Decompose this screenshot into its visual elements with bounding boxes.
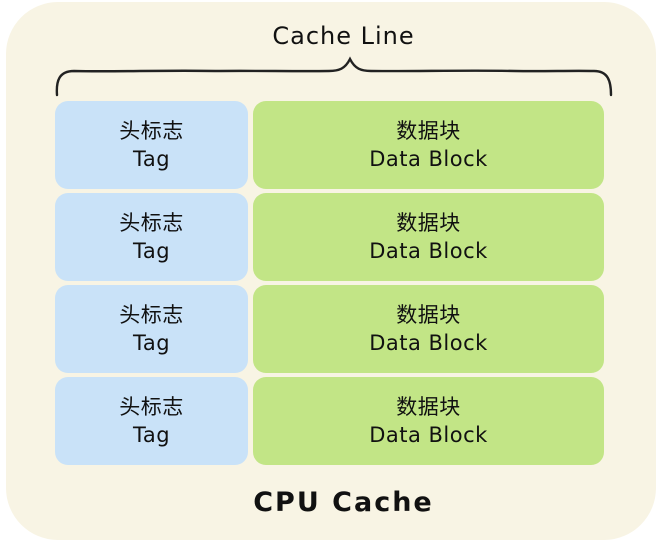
tag-label-zh: 头标志 bbox=[119, 394, 184, 419]
data-block-cell: 数据块 Data Block bbox=[253, 193, 604, 281]
tag-label-en: Tag bbox=[132, 147, 171, 171]
data-block-label-en: Data Block bbox=[369, 423, 488, 447]
data-block-cell: 数据块 Data Block bbox=[253, 101, 604, 189]
tag-label-zh: 头标志 bbox=[119, 210, 184, 235]
data-block-cell: 数据块 Data Block bbox=[253, 285, 604, 373]
tag-label-en: Tag bbox=[132, 331, 171, 355]
cpu-cache-label: CPU Cache bbox=[253, 487, 434, 518]
tag-cell: 头标志 Tag bbox=[55, 377, 248, 465]
tag-label-zh: 头标志 bbox=[119, 302, 184, 327]
cpu-cache-panel: Cache Line 头标志 Tag 数据块 Data Block 头标志 bbox=[6, 2, 656, 540]
data-block-label-en: Data Block bbox=[369, 331, 488, 355]
data-block-cell: 数据块 Data Block bbox=[253, 377, 604, 465]
tag-cell: 头标志 Tag bbox=[55, 101, 248, 189]
cache-row: 头标志 Tag 数据块 Data Block bbox=[55, 101, 604, 189]
tag-cell: 头标志 Tag bbox=[55, 193, 248, 281]
tag-label-en: Tag bbox=[132, 423, 171, 447]
brace-icon bbox=[55, 54, 613, 98]
data-block-label-zh: 数据块 bbox=[396, 118, 461, 143]
data-block-label-zh: 数据块 bbox=[396, 394, 461, 419]
data-block-label-zh: 数据块 bbox=[396, 210, 461, 235]
tag-cell: 头标志 Tag bbox=[55, 285, 248, 373]
cache-line-title: Cache Line bbox=[272, 22, 415, 50]
data-block-label-zh: 数据块 bbox=[396, 302, 461, 327]
cache-row: 头标志 Tag 数据块 Data Block bbox=[55, 285, 604, 373]
data-block-label-en: Data Block bbox=[369, 147, 488, 171]
tag-label-en: Tag bbox=[132, 239, 171, 263]
diagram-content: Cache Line 头标志 Tag 数据块 Data Block 头标志 bbox=[55, 22, 613, 518]
cache-row: 头标志 Tag 数据块 Data Block bbox=[55, 377, 604, 465]
tag-label-zh: 头标志 bbox=[119, 118, 184, 143]
data-block-label-en: Data Block bbox=[369, 239, 488, 263]
cache-row: 头标志 Tag 数据块 Data Block bbox=[55, 193, 604, 281]
cache-rows: 头标志 Tag 数据块 Data Block 头标志 Tag 数据块 Data … bbox=[55, 101, 604, 465]
